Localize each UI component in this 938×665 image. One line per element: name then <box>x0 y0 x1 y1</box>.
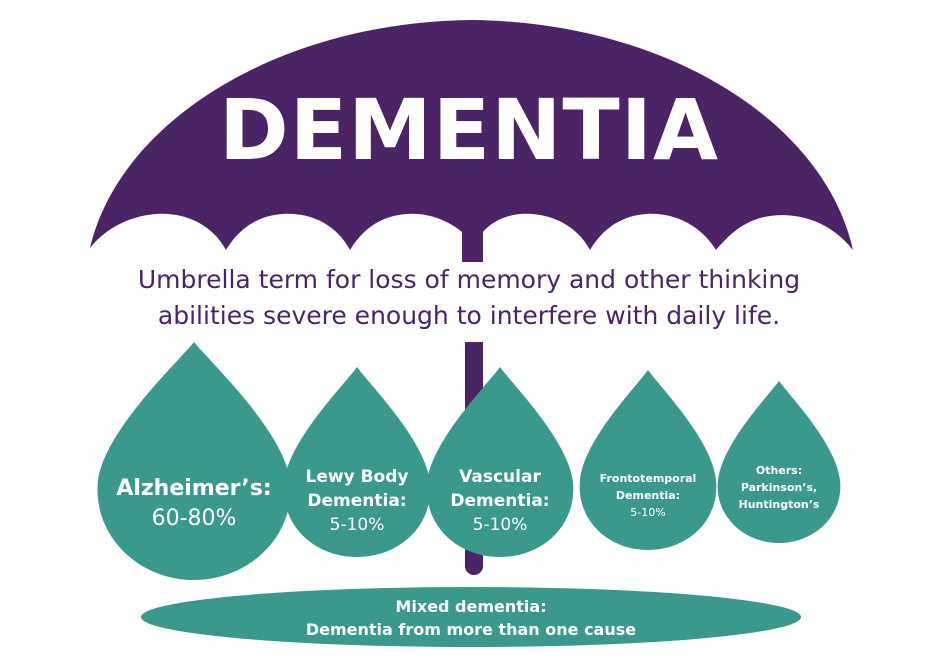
alzheimers-percent: 60-80% <box>151 506 237 531</box>
mixed-dementia-description: Dementia from more than one cause <box>305 620 637 639</box>
page-title: DEMENTIA <box>219 81 719 179</box>
umbrella-canopy <box>90 20 853 262</box>
lewy-body-percent: 5-10% <box>329 515 385 535</box>
lewy-body-name-2: Dementia: <box>307 491 407 511</box>
others-line-1: Others: <box>755 464 803 477</box>
vascular-name-2: Dementia: <box>450 491 550 511</box>
drop-alzheimers <box>97 342 291 580</box>
mixed-dementia-title: Mixed dementia: <box>395 597 547 616</box>
mixed-dementia-ellipse <box>141 587 801 647</box>
lewy-body-name-1: Lewy Body <box>305 467 409 487</box>
frontotemporal-name-2: Dementia: <box>615 489 681 502</box>
umbrella-definition: Umbrella term for loss of memory and oth… <box>0 262 938 334</box>
drop-lewy-body <box>283 367 431 557</box>
definition-line-2: abilities severe enough to interfere wit… <box>157 301 781 330</box>
frontotemporal-label: Frontotemporal Dementia: 5-10% <box>580 470 716 521</box>
frontotemporal-name-1: Frontotemporal <box>599 472 697 485</box>
drop-frontotemporal <box>579 370 717 550</box>
drop-vascular <box>426 367 574 557</box>
definition-line-1: Umbrella term for loss of memory and oth… <box>137 265 801 294</box>
mixed-dementia-label: Mixed dementia: Dementia from more than … <box>146 595 796 641</box>
vascular-percent: 5-10% <box>472 515 528 535</box>
alzheimers-name: Alzheimer’s: <box>116 476 272 501</box>
drop-others <box>717 381 841 543</box>
lewy-body-label: Lewy Body Dementia: 5-10% <box>287 465 427 537</box>
vascular-label: Vascular Dementia: 5-10% <box>430 465 570 537</box>
frontotemporal-percent: 5-10% <box>630 506 666 519</box>
alzheimers-label: Alzheimer’s: 60-80% <box>104 474 284 534</box>
others-line-3: Huntington’s <box>738 498 820 511</box>
others-label: Others: Parkinson’s, Huntington’s <box>718 462 840 513</box>
others-line-2: Parkinson’s, <box>740 481 818 494</box>
vascular-name-1: Vascular <box>459 467 541 487</box>
